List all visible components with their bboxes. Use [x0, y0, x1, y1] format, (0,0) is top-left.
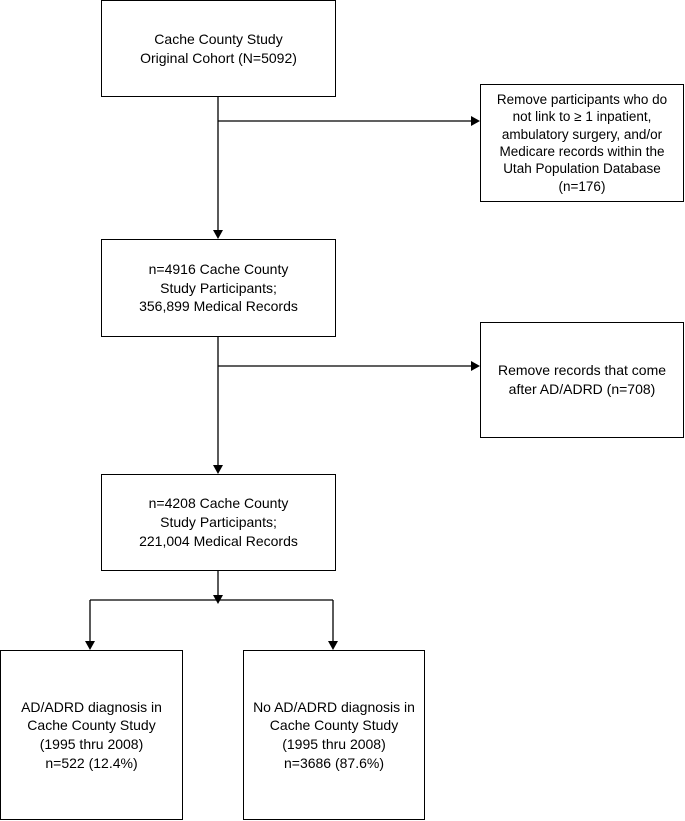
box-text-line: Remove records that come — [497, 362, 667, 379]
box-text-line: not link to ≥ 1 inpatient, — [512, 109, 652, 125]
box-text-line: n=4916 Cache County — [148, 260, 289, 277]
arrowhead — [85, 641, 95, 650]
original-cohort-box: Cache County Study Original Cohort (N=50… — [101, 0, 336, 97]
box-text-line: Cache County Study — [269, 717, 399, 734]
box-text-line: 221,004 Medical Records — [139, 532, 298, 549]
box-text-line: Original Cohort (N=5092) — [140, 49, 297, 66]
box-text-line: (1995 thru 2008) — [282, 736, 386, 752]
box-text-line: n=3686 (87.6%) — [283, 754, 385, 771]
box-text-line: Cache County Study — [27, 717, 156, 734]
arrowhead — [471, 361, 480, 371]
box-text-line: Remove participants who do — [496, 92, 668, 108]
box-text-line: after AD/ADRD (n=708) — [508, 381, 656, 397]
box-text-line: 356,899 Medical Records — [139, 298, 298, 315]
box-text-line: n=522 (12.4%) — [45, 754, 138, 771]
box-text-line: Study Participants; — [160, 514, 277, 531]
cohort-box-4208: n=4208 Cache County Study Participants; … — [101, 474, 336, 571]
box-text-line: AD/ADRD diagnosis in — [21, 698, 162, 715]
arrowhead — [328, 641, 338, 650]
box-text-line: Cache County Study — [154, 30, 283, 47]
box-text-line: No AD/ADRD diagnosis in — [253, 698, 415, 715]
arrowhead — [471, 116, 480, 126]
box-text-line: (1995 thru 2008) — [39, 736, 144, 752]
cohort-box-4916: n=4916 Cache County Study Participants; … — [101, 239, 336, 337]
arrowhead — [213, 465, 223, 474]
box-text-line: Utah Population Database — [503, 161, 661, 177]
exclusion-box-post-adrd-records: Remove records that come after AD/ADRD (… — [480, 322, 684, 438]
arrowhead — [213, 230, 223, 239]
box-text-line: (n=176) — [558, 178, 606, 194]
no-adrd-diagnosis-box: No AD/ADRD diagnosis in Cache County Stu… — [243, 650, 425, 820]
adrd-diagnosis-box: AD/ADRD diagnosis in Cache County Study … — [0, 650, 183, 820]
box-text-line: Medicare records within the — [499, 144, 665, 159]
exclusion-box-unlinked-participants: Remove participants who do not link to ≥… — [480, 84, 684, 202]
box-text-line: ambulatory surgery, and/or — [501, 126, 663, 142]
box-text-line: Study Participants; — [160, 279, 277, 296]
box-text-line: n=4208 Cache County — [148, 495, 289, 512]
